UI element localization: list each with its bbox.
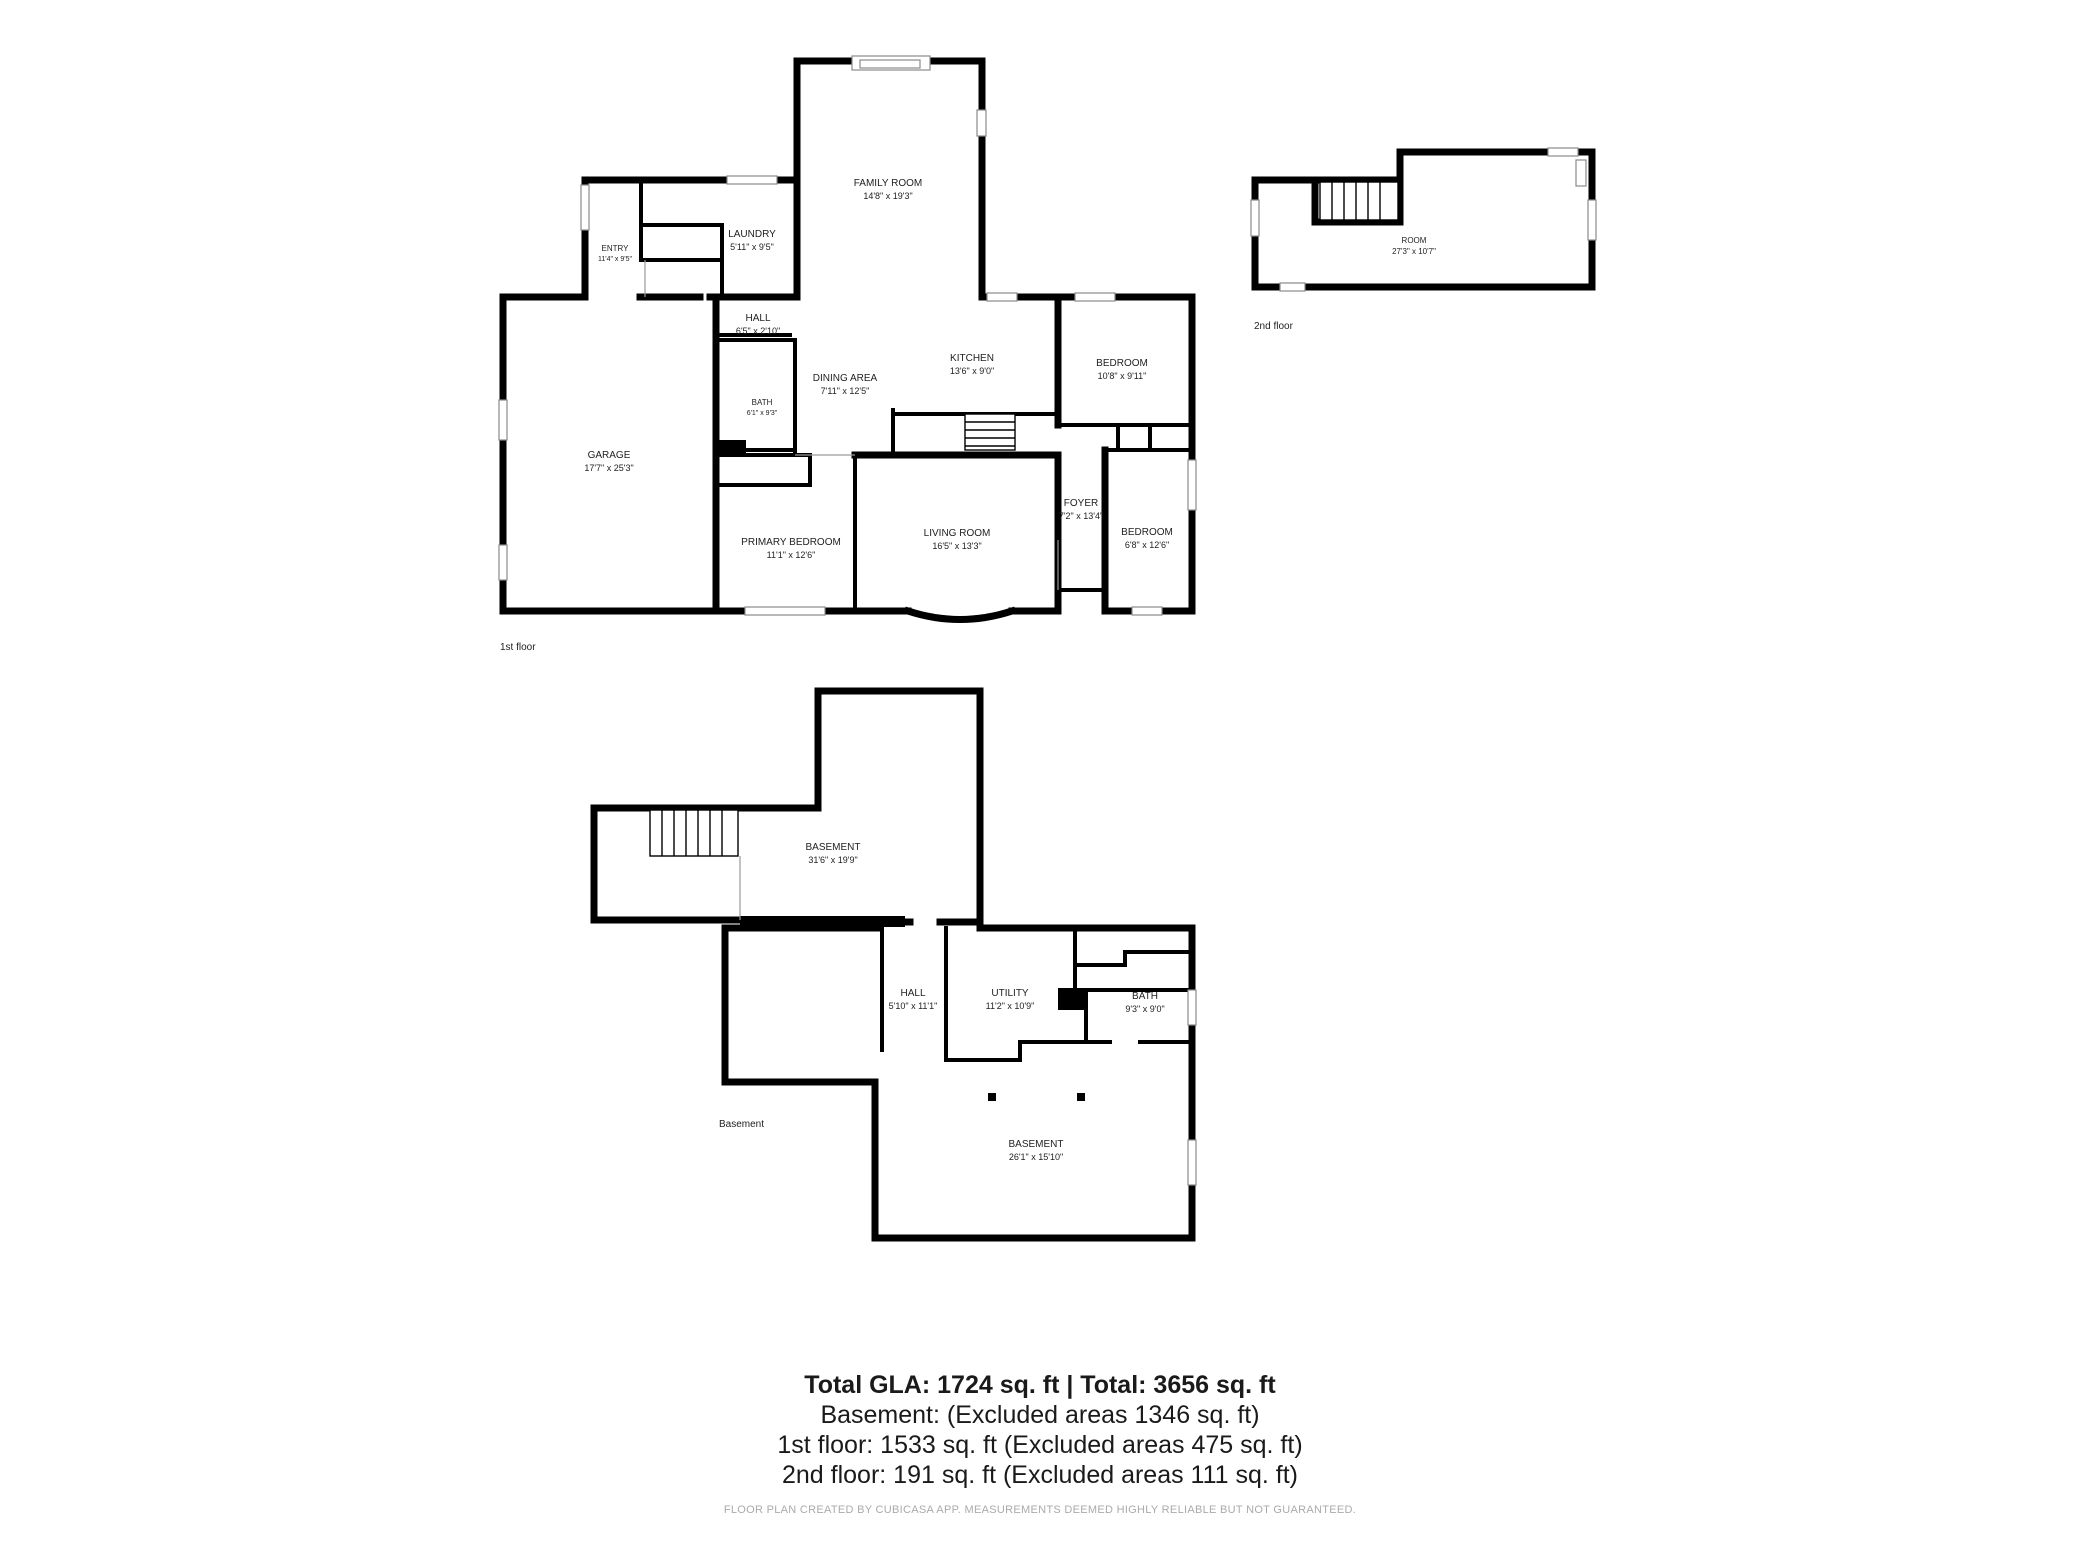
total-area: Total GLA: 1724 sq. ft | Total: 3656 sq.… <box>804 1371 1276 1399</box>
disclaimer: FLOOR PLAN CREATED BY CUBICASA APP. MEAS… <box>723 1504 1357 1516</box>
bath1-name: BATH <box>752 398 773 407</box>
garage-dim: 17'7" x 25'3" <box>584 463 633 473</box>
living-room-dim: 16'5" x 13'3" <box>932 541 981 551</box>
basement-hall-name: HALL <box>900 988 925 999</box>
basement-bath-dim: 9'3" x 9'0" <box>1125 1004 1164 1014</box>
foyer-dim: 7'2" x 13'4" <box>1059 511 1103 521</box>
kitchen-dim: 13'6" x 9'0" <box>950 366 994 376</box>
entry-name: ENTRY <box>602 244 630 253</box>
basement-floor-label: Basement <box>719 1119 764 1130</box>
basement-area: Basement: (Excluded areas 1346 sq. ft) <box>820 1401 1260 1429</box>
dining-name: DINING AREA <box>813 373 878 384</box>
bedroom2-dim: 6'8" x 12'6" <box>1125 540 1169 550</box>
foyer-name: FOYER <box>1064 498 1098 509</box>
basement-main-name: BASEMENT <box>805 842 860 853</box>
dining-dim: 7'11" x 12'5" <box>821 386 870 396</box>
second-room-dim: 27'3" x 10'7" <box>1392 247 1436 256</box>
living-room-name: LIVING ROOM <box>924 528 991 539</box>
basement-rec-dim: 26'1" x 15'10" <box>1009 1152 1063 1162</box>
second-floor-label: 2nd floor <box>1254 321 1294 332</box>
basement-bath-name: BATH <box>1132 991 1158 1002</box>
bath1-dim: 6'1" x 9'3" <box>747 410 778 417</box>
laundry-dim: 5'11" x 9'5" <box>730 242 774 252</box>
entry-dim: 11'4" x 9'5" <box>598 256 632 263</box>
basement-plan <box>590 687 1197 1242</box>
bedroom1-name: BEDROOM <box>1096 358 1148 369</box>
bedroom2-name: BEDROOM <box>1121 527 1173 538</box>
second-room-name: ROOM <box>1402 236 1427 245</box>
kitchen-name: KITCHEN <box>950 353 994 364</box>
primary-bedroom-name: PRIMARY BEDROOM <box>741 537 841 548</box>
basement-rec-name: BASEMENT <box>1008 1139 1063 1150</box>
family-room-name: FAMILY ROOM <box>854 178 923 189</box>
basement-hall-dim: 5'10" x 11'1" <box>889 1001 938 1011</box>
room-labels: FAMILY ROOM 14'8" x 19'3" LAUNDRY 5'11" … <box>500 178 1436 1162</box>
bedroom1-dim: 10'8" x 9'11" <box>1098 371 1147 381</box>
utility-name: UTILITY <box>991 988 1029 999</box>
second-floor-area: 2nd floor: 191 sq. ft (Excluded areas 11… <box>781 1461 1299 1489</box>
second-floor-plan <box>1250 147 1597 292</box>
first-floor-plan <box>498 55 1197 623</box>
basement-main-dim: 31'6" x 19'9" <box>808 855 857 865</box>
hall-dim: 6'5" x 2'10" <box>736 326 780 336</box>
hall-name: HALL <box>745 313 770 324</box>
family-room-dim: 14'8" x 19'3" <box>863 191 912 201</box>
first-floor-label: 1st floor <box>500 642 536 653</box>
primary-bedroom-dim: 11'1" x 12'6" <box>767 550 816 560</box>
laundry-name: LAUNDRY <box>728 229 776 240</box>
garage-name: GARAGE <box>588 450 631 461</box>
area-summary: Total GLA: 1724 sq. ft | Total: 3656 sq.… <box>0 1370 2080 1516</box>
utility-dim: 11'2" x 10'9" <box>986 1001 1035 1011</box>
first-floor-area: 1st floor: 1533 sq. ft (Excluded areas 4… <box>777 1431 1303 1459</box>
